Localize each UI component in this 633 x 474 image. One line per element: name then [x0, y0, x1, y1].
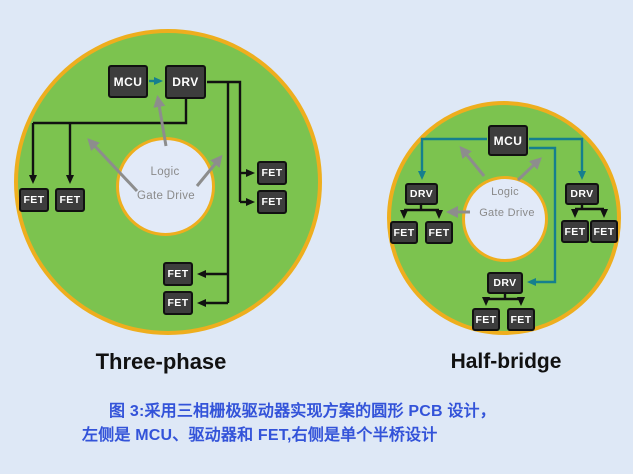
right-logic-label: Logic: [491, 186, 519, 198]
left-black-wires: [29, 80, 255, 307]
drv-chip: DRV: [565, 183, 599, 205]
fet-chip: FET: [55, 188, 85, 212]
three-phase-title: Three-phase: [95, 349, 227, 374]
mcu-chip: MCU: [108, 65, 148, 98]
left-gray-arrows: [87, 95, 223, 193]
drv-chip: DRV: [487, 272, 523, 294]
fet-chip: FET: [257, 190, 287, 214]
fet-chip: FET: [425, 221, 453, 244]
drv-chip: DRV: [405, 183, 438, 205]
right-gray-arrows: [446, 145, 542, 218]
fet-chip: FET: [19, 188, 49, 212]
fet-chip: FET: [590, 220, 618, 243]
fet-chip: FET: [472, 308, 500, 331]
fet-chip: FET: [390, 221, 418, 244]
mcu-chip: MCU: [488, 125, 528, 156]
left-logic-label: Logic: [150, 166, 180, 178]
drv-chip: DRV: [165, 65, 206, 99]
caption-line-1: 图 3:采用三相栅极驱动器实现方案的圆形 PCB 设计，: [109, 403, 496, 420]
half-bridge-title: Half-bridge: [450, 350, 562, 373]
caption-line-2: 左侧是 MCU、驱动器和 FET,右侧是单个半桥设计: [82, 427, 438, 444]
fet-chip: FET: [561, 220, 589, 243]
fet-chip: FET: [257, 161, 287, 185]
right-teal-wires: [418, 137, 586, 286]
left-gate-drive-label: Gate Drive: [137, 190, 195, 202]
fet-chip: FET: [163, 291, 193, 315]
fet-chip: FET: [163, 262, 193, 286]
half-bridge-pcb-hole: [462, 176, 548, 262]
right-gate-drive-label: Gate Drive: [479, 207, 535, 219]
fet-chip: FET: [507, 308, 535, 331]
